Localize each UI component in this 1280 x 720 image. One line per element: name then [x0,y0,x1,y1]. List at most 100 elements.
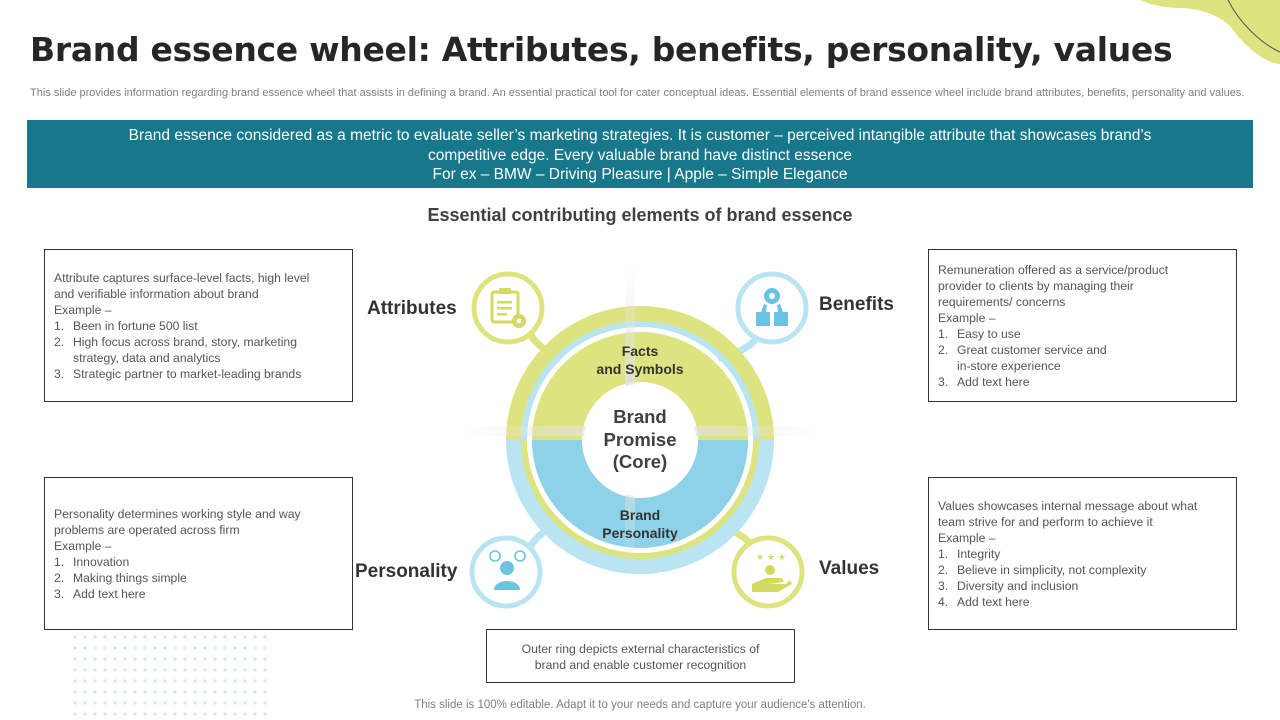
list-number: 3. [54,367,65,381]
decor-dot [83,701,87,705]
list-number: 2. [938,563,949,577]
decor-dot [103,712,107,716]
list-number: 3. [54,587,65,601]
decor-dot [83,646,87,650]
decor-dot [243,657,247,661]
decor-dot [123,657,127,661]
decor-dot [233,646,237,650]
definition-banner: Brand essence considered as a metric to … [27,120,1253,188]
list-number: 4. [938,595,949,609]
decor-dot [103,690,107,694]
brand-personality-ring [532,440,748,548]
list-item: 2.Believe in simplicity, not complexity [938,562,1226,578]
decor-dot [173,657,177,661]
description-line: and verifiable information about brand [54,287,259,301]
decor-dot [73,657,77,661]
decor-dot [253,712,257,716]
decor-dot [263,712,267,716]
decor-dot [223,679,227,683]
thumbs-up-icon [756,288,788,326]
list-item: 3.Diversity and inclusion [938,578,1226,594]
list-text-line: Great customer service and [957,343,1107,357]
facts-symbols-text: Facts and Symbols [560,342,720,378]
brand-personality-text: Brand Personality [560,506,720,542]
decor-dot [233,701,237,705]
decor-dot [193,668,197,672]
decor-dot [153,701,157,705]
list-text: High focus across brand, story, marketin… [73,334,297,366]
decor-dot [123,701,127,705]
decor-dot [203,679,207,683]
corner-decoration [1140,0,1280,64]
decor-dot [233,679,237,683]
decor-dot [203,657,207,661]
decor-dot [223,701,227,705]
decor-dot [153,679,157,683]
list-item: 1.Innovation [54,554,342,570]
decor-dot [93,701,97,705]
decor-dot [163,668,167,672]
decor-dot [113,701,117,705]
decor-dot [143,646,147,650]
personality-line: Personality [602,525,678,541]
decor-dot [183,635,187,639]
decor-dot [103,701,107,705]
list-number: 3. [938,375,949,389]
attributes-description-box: Attribute captures surface-level facts, … [44,249,353,402]
decor-dot [223,668,227,672]
user-emotions-icon [489,550,526,590]
list-number: 2. [938,343,949,357]
attributes-example-list: 1.Been in fortune 500 list 2.High focus … [54,318,342,382]
decor-dot [243,646,247,650]
decor-dot [133,712,137,716]
decor-dot [203,690,207,694]
decor-dot [253,668,257,672]
list-text: Strategic partner to market-leading bran… [73,367,302,381]
decor-dot [113,646,117,650]
list-text: Easy to use [957,327,1021,341]
decor-dot [103,668,107,672]
decor-dot [153,657,157,661]
decor-dot [103,657,107,661]
attributes-icon-badge [471,271,545,345]
decor-dot [243,668,247,672]
decor-dot [103,679,107,683]
decor-dot [253,690,257,694]
decor-dot [203,712,207,716]
decor-dot [223,690,227,694]
decor-dot [133,657,137,661]
decor-dot [163,679,167,683]
core-line: Brand [613,406,667,427]
list-number: 1. [938,547,949,561]
decor-dot [143,668,147,672]
list-text: Innovation [73,555,130,569]
example-label: Example – [938,531,996,545]
decor-dot [73,635,77,639]
decor-dot [153,712,157,716]
decor-dot [193,701,197,705]
page-subtitle: This slide provides information regardin… [30,87,1245,99]
facts-symbols-ring [532,332,748,440]
decor-dot [83,690,87,694]
middle-ring-green [521,439,759,559]
decor-dot [83,668,87,672]
decor-dot [183,701,187,705]
decor-dot [83,712,87,716]
list-item: 2.High focus across brand, story, market… [54,334,342,366]
decor-dot [163,657,167,661]
decor-dot [143,690,147,694]
benefits-icon-badge [735,271,809,345]
list-item: 4.Add text here [938,594,1226,610]
personality-line: Brand [619,507,661,523]
decor-dot [93,646,97,650]
decor-dot [133,668,137,672]
decor-dot [73,668,77,672]
banner-line: competitive edge. Every valuable brand h… [428,146,852,164]
list-text-line: strategy, data and analytics [73,351,221,365]
core-circle-overlay [584,384,696,496]
decor-dot [123,679,127,683]
decor-dot [173,690,177,694]
decor-dot [243,712,247,716]
